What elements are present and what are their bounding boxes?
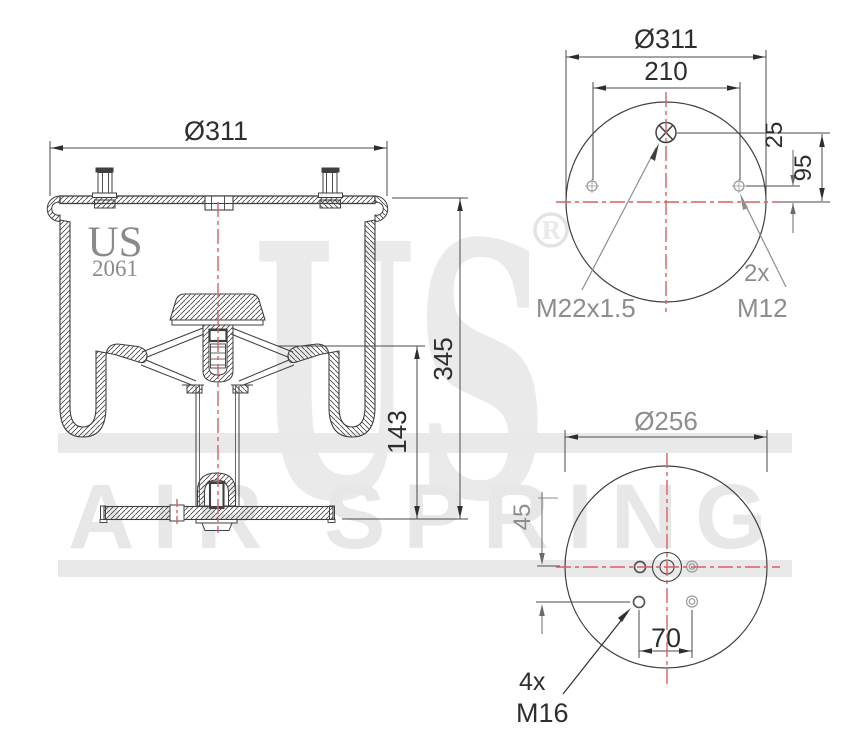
lower-bolt xyxy=(208,481,225,510)
bolt-hole-low-right xyxy=(685,595,699,608)
bottom-hole-spacing-dim: 70 xyxy=(651,623,681,653)
leader-arrow xyxy=(740,193,748,210)
stud-hole-left xyxy=(585,179,599,193)
stud-hole-right xyxy=(732,179,746,193)
top-view-leaders xyxy=(581,143,787,291)
piston-cone-line xyxy=(141,327,204,353)
top-diameter-dim: Ø311 xyxy=(634,24,698,54)
side-diameter-dim: Ø311 xyxy=(184,116,248,146)
logo-brand: US xyxy=(88,219,143,266)
rubber-sleeve-line xyxy=(145,359,197,382)
leader-arrow xyxy=(618,608,631,622)
bottom-view-dimensions xyxy=(536,430,768,658)
top-view: Ø311 210 25 95 M22x1.5 2x M12 xyxy=(536,24,830,323)
side-view-dimensions xyxy=(49,141,468,520)
lower-boss xyxy=(196,472,237,510)
top-offset-large-dim: 95 xyxy=(790,155,817,182)
side-height-dim: 345 xyxy=(428,337,458,380)
bottom-view: Ø256 45 70 4x M16 xyxy=(509,406,768,728)
side-piston-height-dim: 143 xyxy=(382,410,412,453)
mounting-stud xyxy=(92,167,117,209)
washer xyxy=(195,519,238,524)
leader-arrow xyxy=(650,143,659,161)
bottom-view-leaders xyxy=(562,608,631,695)
centerlines xyxy=(176,92,780,684)
bottom-hole-offset-dim: 45 xyxy=(509,504,536,531)
rubber-sleeve-line xyxy=(140,364,194,386)
bump-stop xyxy=(169,293,266,321)
watermark-registered-icon xyxy=(533,212,569,248)
watermark-bar-bottom xyxy=(58,560,792,577)
air-port-boss xyxy=(204,195,234,211)
plate-crimp xyxy=(46,195,61,223)
stud-count-label: 2x xyxy=(744,260,769,287)
air-fitting-label: M22x1.5 xyxy=(536,293,636,323)
bolt-count-label: 4x xyxy=(519,668,546,696)
piston-flange xyxy=(186,384,203,394)
bottom-diameter-dim: Ø256 xyxy=(634,406,698,436)
watermark-registered-letter: R xyxy=(541,216,562,245)
piston-cone-line xyxy=(145,333,205,358)
top-view-dimensions xyxy=(565,50,830,233)
watermark-bar-top xyxy=(58,433,792,453)
logo-model: 2061 xyxy=(92,256,138,281)
top-offset-small-dim: 25 xyxy=(761,122,788,149)
side-view-left-half xyxy=(46,167,205,523)
bolt-hole-low-left xyxy=(632,595,646,609)
bellows-band xyxy=(59,219,148,438)
bolt-thread-label: M16 xyxy=(516,698,569,728)
top-stud-spacing-dim: 210 xyxy=(644,56,687,86)
nut xyxy=(201,522,233,531)
stud-thread-label: M12 xyxy=(737,293,788,323)
